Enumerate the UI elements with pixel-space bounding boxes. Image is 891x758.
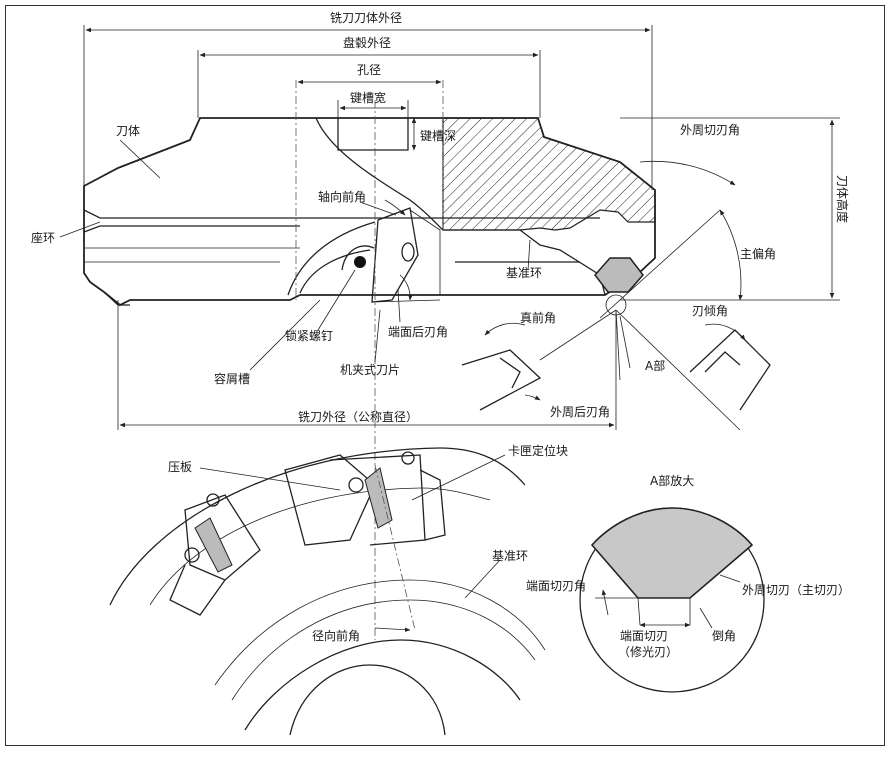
label-reference-ring-bottom: 基准环	[492, 549, 528, 563]
label-seat-ring: 座环	[31, 230, 55, 245]
angle-lines	[371, 160, 743, 431]
label-axial-rake: 轴向前角	[318, 189, 366, 204]
cutter-top-view	[109, 447, 546, 736]
figure-frame	[5, 5, 885, 746]
label-clamp-plate: 压板	[168, 460, 192, 474]
label-peripheral-cutting-edge-main: 外周切刃（主切刃）	[742, 583, 850, 597]
label-chamfer: 倒角	[712, 629, 736, 643]
label-chip-pocket: 容屑槽	[214, 371, 250, 386]
label-hub-od: 盘毂外径	[343, 35, 391, 50]
label-body-height: 刀体高度	[835, 175, 850, 223]
hatched-section	[442, 117, 656, 231]
bore-arc	[289, 664, 446, 736]
label-part-a: A部	[645, 358, 665, 373]
label-part-a-enlarged: A部放大	[650, 473, 694, 488]
label-bore: 孔径	[357, 63, 381, 77]
keyway	[337, 118, 409, 151]
label-inclination-angle: 刃倾角	[692, 304, 728, 318]
chip-pocket-curve	[287, 221, 376, 296]
label-cutter-body: 刀体	[116, 124, 140, 138]
label-clamped-insert: 机夹式刀片	[340, 363, 400, 377]
label-face-cutting-edge-angle: 端面切刃角	[526, 579, 586, 593]
cutter-cross-section	[83, 117, 656, 316]
label-face-clearance-angle: 端面后刃角	[388, 325, 448, 339]
label-reference-ring-top: 基准环	[506, 266, 542, 280]
label-face-wiper-2: （修光刃）	[618, 644, 678, 659]
label-clamp-screw: 锁紧螺钉	[285, 328, 333, 343]
label-main-lead-angle: 主偏角	[740, 246, 776, 261]
enlarged-insert-shape	[590, 507, 754, 599]
label-true-rake: 真前角	[520, 310, 556, 325]
leader-lines	[59, 139, 631, 371]
part-a-enlarged	[579, 507, 765, 693]
label-peripheral-clearance: 外周后刃角	[550, 405, 610, 419]
label-peripheral-cutting-edge-angle: 外周切刃角	[680, 123, 740, 137]
label-cutter-od: 铣刀外径（公称直径）	[298, 410, 418, 424]
label-keyway-depth: 键槽深	[420, 129, 456, 143]
label-keyway-width: 键槽宽	[350, 90, 386, 105]
label-radial-rake: 径向前角	[312, 628, 360, 643]
label-face-wiper-1: 端面切刃	[620, 629, 668, 643]
rake-view-right	[689, 323, 771, 411]
insert	[371, 207, 419, 303]
label-cartridge-locator: 卡匣定位块	[508, 443, 568, 458]
rake-view-left	[461, 322, 542, 411]
screw-head-icon	[354, 256, 366, 268]
corner-insert	[594, 257, 644, 293]
label-cutter-body-od: 铣刀刀体外径	[330, 11, 402, 25]
